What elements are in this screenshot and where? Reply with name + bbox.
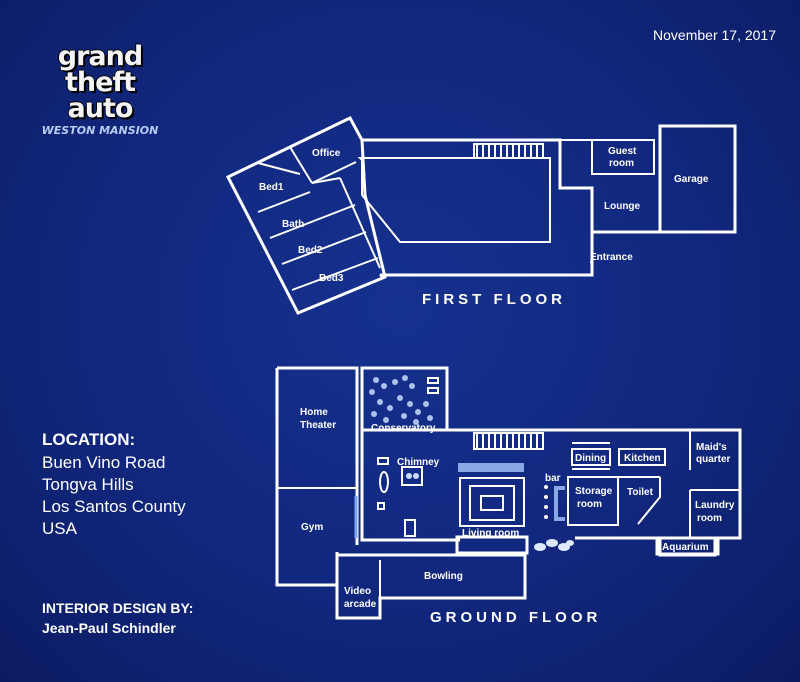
corridor-wall (339, 177, 381, 269)
ground-floor-plan: Home Theater Conservatory Chimney Dining… (275, 366, 742, 626)
wall (289, 146, 313, 184)
location-line: Tongva Hills (42, 475, 134, 494)
room-label-gym: Gym (301, 522, 323, 533)
first-floor-stairs (473, 143, 544, 159)
room-label-laundry-room: room (697, 513, 722, 524)
room-label-laundry-room: Laundry (695, 500, 735, 511)
living-room-bar-top (458, 463, 524, 472)
room-label-bed3: Bed3 (319, 273, 344, 284)
room-label-chimney: Chimney (397, 457, 440, 468)
game-logo: grand theft auto WESTON MANSION (38, 41, 162, 137)
room-label-kitchen: Kitchen (624, 453, 661, 464)
inner-hall (357, 157, 551, 243)
chimney-fire (413, 473, 419, 479)
room-label-video-arcade: arcade (344, 599, 377, 610)
location-line: Los Santos County (42, 497, 186, 516)
wall (291, 257, 379, 291)
ground-floor-stairs (473, 432, 544, 450)
room-label-toilet: Toilet (627, 487, 654, 498)
bedroom-wing-outline (225, 116, 387, 315)
conservatory-plants (369, 375, 433, 425)
chimney (401, 466, 423, 486)
room-label-home-theater: Theater (300, 420, 336, 431)
bar-counter (554, 486, 565, 521)
wall (311, 161, 357, 184)
first-floor-plan: Office Bed1 Bath Bed2 Bed3 Guest room Lo… (225, 116, 737, 315)
wall (257, 162, 301, 175)
wall (257, 191, 311, 213)
room-label-storage-room: room (577, 499, 602, 510)
room-label-home-theater: Home (300, 407, 328, 418)
storage-room-walls (567, 476, 619, 526)
room-label-video-arcade: Video (344, 586, 371, 597)
location-line: USA (42, 519, 77, 538)
logo-word-theft: theft (64, 67, 136, 98)
conservatory-window (427, 377, 439, 384)
corridor-wall (311, 177, 341, 184)
chimney-fixture (377, 457, 389, 465)
toilet-walls (637, 477, 661, 525)
wall (269, 204, 356, 239)
aquarium-box (655, 536, 720, 556)
living-room-sofa-inner (469, 485, 515, 521)
credit-name: Jean-Paul Schindler (42, 620, 176, 636)
room-label-guest-room: Guest (608, 146, 637, 157)
room-label-entrance: Entrance (590, 252, 633, 263)
seat (377, 502, 385, 510)
guest-room-walls (591, 139, 655, 175)
kitchen-walls (618, 448, 666, 466)
living-room-box (455, 535, 529, 555)
room-label-lounge: Lounge (604, 201, 641, 212)
ground-hall-outline (360, 428, 742, 557)
credit-heading: INTERIOR DESIGN BY: (42, 600, 194, 616)
room-label-maids-quarter: quarter (696, 454, 731, 465)
room-label-bowling: Bowling (424, 571, 463, 582)
room-label-office: Office (312, 148, 341, 159)
location-block: LOCATION: Buen Vino Road Tongva Hills Lo… (42, 430, 186, 540)
room-label-maids-quarter: Maid's (696, 442, 727, 453)
room-label-bed1: Bed1 (259, 182, 284, 193)
room-label-aquarium: Aquarium (662, 542, 709, 553)
living-room-sofa (459, 477, 525, 527)
room-label-bed2: Bed2 (298, 245, 323, 256)
theater-gym-outline (275, 366, 359, 587)
dining-room-walls (571, 448, 611, 466)
date-label: November 17, 2017 (653, 27, 776, 43)
room-label-guest-room: room (609, 158, 634, 169)
logo-subtitle: WESTON MANSION (41, 124, 159, 137)
wall (281, 231, 367, 265)
ground-floor-title: GROUND FLOOR (430, 609, 601, 626)
credit-block: INTERIOR DESIGN BY: Jean-Paul Schindler (42, 598, 193, 638)
entrance-walls (590, 232, 593, 275)
room-label-living-room: Living room (462, 528, 519, 539)
table (404, 519, 416, 537)
conservatory-window (427, 387, 439, 394)
room-label-storage-room: Storage (575, 486, 613, 497)
main-hall-outline (362, 124, 737, 279)
location-line: Buen Vino Road (42, 453, 166, 472)
rug (379, 471, 389, 493)
logo-word-grand: grand (57, 41, 143, 72)
living-room-table (480, 495, 504, 511)
location-heading: LOCATION: (42, 430, 136, 449)
first-floor-title: FIRST FLOOR (422, 291, 566, 308)
room-label-conservatory: Conservatory (371, 423, 436, 434)
room-label-bar: bar (545, 473, 561, 484)
logo-word-auto: auto (67, 93, 134, 124)
aquarium-fish (534, 539, 574, 551)
bar-stools (544, 485, 548, 519)
room-label-bath: Bath (282, 219, 304, 230)
room-label-dining: Dining (575, 453, 606, 464)
room-label-garage: Garage (674, 174, 709, 185)
chimney-fire (406, 473, 412, 479)
